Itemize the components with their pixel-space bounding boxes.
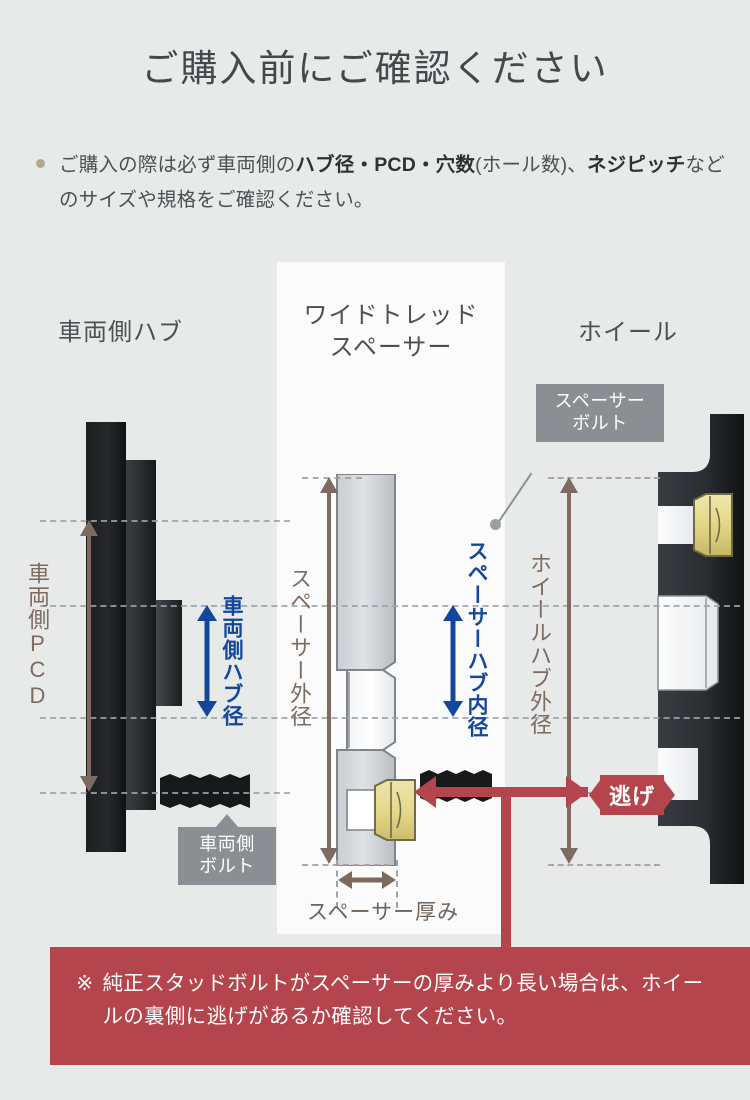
label-wheel-hub-outer-dia: ホイールハブ外径 (527, 552, 552, 736)
arrow-vehicle-hub-dia (195, 605, 219, 717)
callout-vehicle-bolt: 車両側 ボルト (178, 814, 276, 885)
label-vehicle-hub-dia: 車両側ハブ径 (220, 595, 243, 727)
callout-vehicle-bolt-line1: 車両側 (199, 834, 255, 854)
callout-spacer-bolt-line1: スペーサー (554, 391, 646, 411)
red-arrow-shaft-horizontal (436, 787, 588, 797)
column-label-spacer-line1: ワイドトレッド (303, 302, 479, 329)
arrow-wheel-hub-outer-dia (558, 477, 580, 864)
callout-spacer-bolt-leader-dot (490, 519, 501, 530)
red-arrow-head-left (414, 776, 436, 808)
guide-line-wheel-top (548, 477, 660, 479)
arrow-spacer-hub-inner-dia (441, 605, 465, 717)
label-spacer-thickness: スペーサー厚み (307, 901, 460, 924)
wheel-graphic (657, 414, 744, 884)
column-label-wide-tread-spacer: ワイドトレッド スペーサー (277, 300, 505, 363)
callout-spacer-bolt-line2: ボルト (572, 412, 628, 433)
column-label-spacer-line2: スペーサー (329, 333, 453, 361)
callout-vehicle-bolt-line2: ボルト (199, 855, 255, 876)
warning-text: 純正スタッドボルトがスペーサーの厚みより長い場合は、ホイールの裏側に逃げがあるか… (102, 972, 704, 1029)
badge-escape: 逃げ (589, 775, 676, 815)
badge-escape-tip-right (663, 779, 676, 811)
column-label-vehicle-hub: 車両側ハブ (58, 319, 183, 346)
guide-line-pcd-top (40, 520, 290, 522)
diagram-stage: 車両側ハブ ワイドトレッド スペーサー ホイール (0, 262, 750, 962)
guide-line-hub-bottom (40, 717, 740, 719)
guide-line-wheel-bottom (548, 864, 660, 866)
red-arrow-stem-vertical (501, 792, 511, 947)
badge-escape-label: 逃げ (609, 784, 656, 809)
notice-bullet-row: ご購入の際は必ず車両側のハブ径・PCD・穴数(ホール数)、ネジピッチなどのサイズ… (36, 148, 726, 219)
guide-line-spacer-bottom (302, 864, 390, 866)
warning-box: ※ 純正スタッドボルトがスペーサーの厚みより長い場合は、ホイールの裏側に逃げがあ… (50, 947, 750, 1065)
arrow-vehicle-pcd (78, 520, 100, 792)
thickness-extension-right (396, 860, 398, 908)
badge-escape-tip-left (589, 779, 601, 811)
notice-bullet-text: ご購入の際は必ず車両側のハブ径・PCD・穴数(ホール数)、ネジピッチなどのサイズ… (59, 154, 725, 212)
page-title: ご購入前にご確認ください (141, 48, 609, 89)
warning-mark: ※ (76, 972, 94, 995)
label-vehicle-pcd: 車両側PCD (25, 562, 50, 709)
callout-spacer-bolt: スペーサー ボルト (536, 384, 664, 442)
column-label-wheel: ホイール (578, 319, 678, 346)
guide-line-hub-top (40, 605, 740, 607)
guide-line-pcd-bottom (40, 792, 290, 794)
label-spacer-outer-dia: スペーサー外径 (287, 567, 312, 728)
arrow-spacer-thickness (338, 870, 396, 890)
arrow-spacer-outer-dia (318, 477, 340, 864)
bullet-dot-icon (36, 159, 45, 168)
vehicle-bolt-thread-graphic (160, 774, 250, 808)
vehicle-hub-graphic (86, 422, 182, 852)
thickness-extension-left (336, 860, 338, 908)
spacer-graphic (336, 474, 416, 866)
red-arrow-head-right (566, 776, 588, 808)
label-spacer-hub-inner-dia: スペーサーハブ内径 (465, 540, 488, 738)
